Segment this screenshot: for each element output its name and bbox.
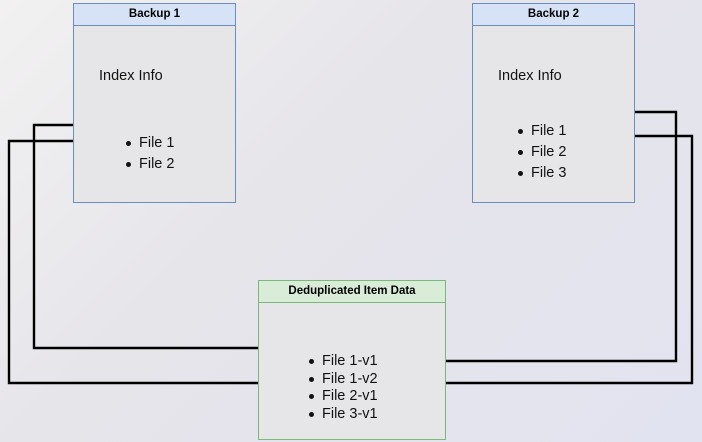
dedup-file-list: File 1-v1 File 1-v2 File 2-v1 File 3-v1	[307, 353, 378, 423]
list-item: File 1-v1	[307, 353, 378, 371]
list-item: File 1	[516, 121, 566, 142]
list-item: File 1	[124, 133, 174, 154]
list-item: File 3-v1	[307, 406, 378, 424]
node-backup-2-header: Backup 2	[473, 4, 634, 26]
list-item: File 2	[124, 154, 174, 175]
backup-1-index-info-label: Index Info	[99, 68, 163, 84]
node-backup-1[interactable]: Backup 1 Index Info File 1 File 2	[73, 3, 236, 203]
node-dedup-header: Deduplicated Item Data	[259, 281, 445, 303]
list-item: File 2-v1	[307, 388, 378, 406]
backup-2-index-info-label: Index Info	[498, 68, 562, 84]
list-item: File 2	[516, 142, 566, 163]
node-backup-1-header: Backup 1	[74, 4, 235, 26]
node-dedup-body: File 1-v1 File 1-v2 File 2-v1 File 3-v1	[259, 303, 445, 439]
list-item: File 1-v2	[307, 371, 378, 389]
node-backup-1-body: Index Info File 1 File 2	[74, 26, 235, 202]
node-deduplicated-item-data[interactable]: Deduplicated Item Data File 1-v1 File 1-…	[258, 280, 446, 440]
backup-1-file-list: File 1 File 2	[124, 133, 174, 175]
node-backup-2-body: Index Info File 1 File 2 File 3	[473, 26, 634, 202]
node-backup-2[interactable]: Backup 2 Index Info File 1 File 2 File 3	[472, 3, 635, 203]
backup-2-file-list: File 1 File 2 File 3	[516, 121, 566, 184]
list-item: File 3	[516, 163, 566, 184]
